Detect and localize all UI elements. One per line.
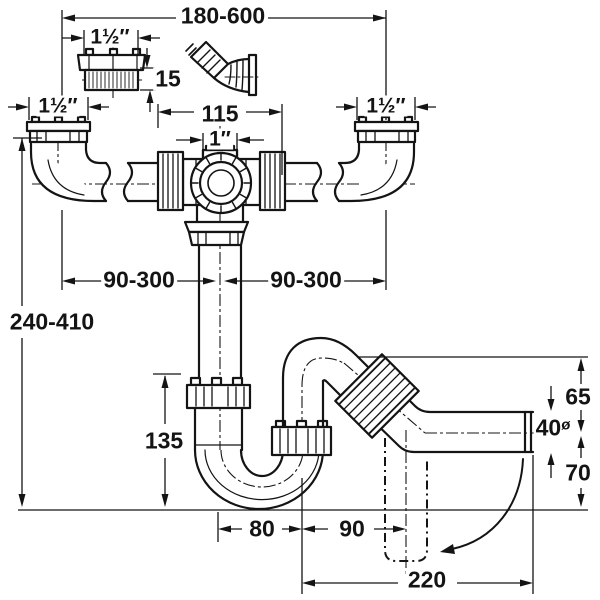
dim-label-trap-depth: 135 [142,427,186,454]
dim-label-tee-width: 115 [199,100,241,127]
dim-label-tee-center: 1″ [207,127,233,151]
trap-inlet-nut [185,376,252,410]
pipe-od-value: 40 [535,414,562,441]
centerlines [32,44,566,574]
dim-label-left-inlet: 1½″ [36,94,80,118]
dim-label-inlet-height: 240-410 [7,308,97,335]
left-pipe [100,161,160,203]
dim-label-strainer-thread: 15 [153,65,183,92]
phantom-outlet-position [384,438,428,562]
dim-label-right-inlet: 1½″ [364,94,408,118]
dimension-lines [8,10,588,594]
angle-adapter-icon [185,40,261,97]
drop-pipe [197,243,243,380]
rotation-arrow-icon [440,458,524,554]
dim-label-crest-to-axis: 65 [563,383,593,410]
dim-label-drop-offset: 90 [337,515,367,542]
strainer-fitting [76,47,147,92]
right-pipe [283,161,345,203]
dim-label-axis-to-base: 70 [563,459,593,486]
dim-label-pipe-od: 40ø [533,414,573,441]
diagonal-union-nut [334,353,420,439]
dim-label-outlet-reach: 220 [405,566,449,593]
dim-label-right-offset: 90-300 [268,266,344,293]
dim-label-strainer-size: 1½″ [88,25,132,49]
dim-label-top-span: 180-600 [178,2,268,29]
diameter-symbol: ø [561,416,571,434]
dim-label-left-offset: 90-300 [101,266,177,293]
right-inlet-elbow [337,115,420,203]
left-inlet-elbow [25,115,108,203]
tee-fitting [156,144,287,247]
outlet-bend-and-pipe [281,336,535,454]
dim-label-bend-spacing: 80 [247,515,277,542]
